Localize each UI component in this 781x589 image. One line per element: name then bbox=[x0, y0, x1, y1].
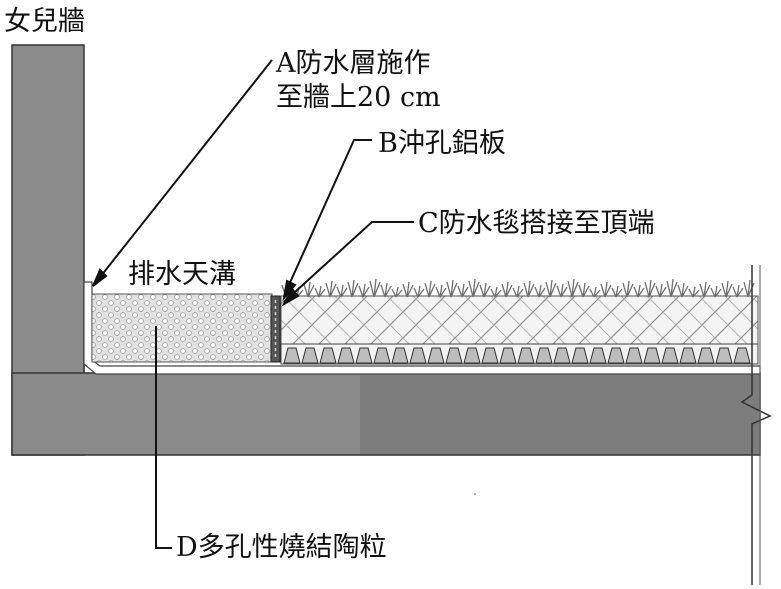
leader-lines bbox=[92, 59, 414, 549]
label-d: D多孔性燒結陶粒 bbox=[176, 532, 387, 563]
gutter-label: 排水天溝 bbox=[128, 259, 236, 290]
label-c: C防水毯搭接至頂端 bbox=[418, 208, 655, 239]
soil-layer bbox=[280, 295, 759, 345]
leader-b bbox=[283, 139, 372, 297]
leader-c-arrow bbox=[281, 287, 300, 307]
parapet-label: 女兒牆 bbox=[4, 6, 85, 37]
leader-c bbox=[283, 221, 414, 303]
leader-d bbox=[155, 326, 172, 549]
leader-b-arrow bbox=[282, 279, 297, 302]
label-a-line2: 至牆上20 cm bbox=[276, 82, 441, 113]
drainage-board bbox=[280, 343, 759, 365]
vegetation bbox=[281, 278, 755, 298]
perforated-plate bbox=[270, 295, 281, 363]
label-b: B沖孔鋁板 bbox=[378, 128, 506, 159]
gravel-fill bbox=[91, 293, 273, 363]
leader-a-arrow bbox=[92, 268, 108, 287]
leader-a bbox=[92, 59, 273, 287]
label-a-line1: A防水層施作 bbox=[276, 48, 431, 79]
roof-slab-shade bbox=[360, 374, 760, 454]
break-line bbox=[740, 265, 772, 585]
